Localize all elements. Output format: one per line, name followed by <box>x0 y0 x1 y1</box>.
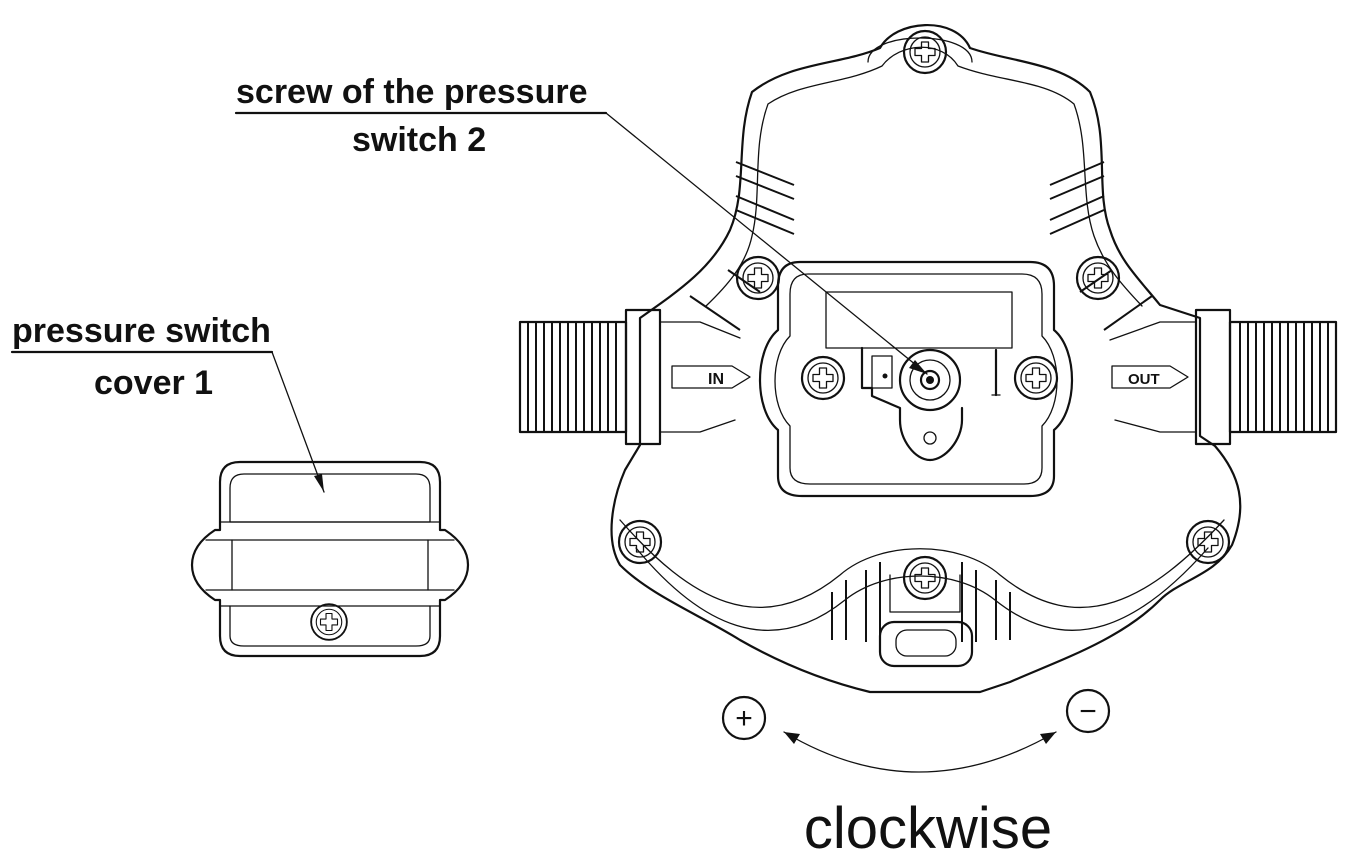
left-rib-grooves <box>689 161 795 331</box>
screw-label-line1: screw of the pressure <box>236 73 587 111</box>
screw-leader-arrowhead <box>909 360 927 374</box>
outlet-label: OUT <box>1128 371 1160 388</box>
screw-icon-upper-left <box>735 255 781 301</box>
minus-label: − <box>1079 695 1097 728</box>
adjusting-screw <box>919 369 941 391</box>
cover-leader-arrowhead <box>314 474 324 492</box>
curved-double-arrow-icon <box>783 731 1057 773</box>
screw-icon-window-right <box>1013 355 1059 401</box>
cover-label: pressure switch cover 1 <box>10 312 325 493</box>
screw-icon-window-left <box>800 355 846 401</box>
housing-inner-outline <box>705 46 1143 307</box>
direction-label: clockwise <box>804 796 1052 859</box>
plus-label: + <box>735 702 753 735</box>
screw-icon-bottom <box>902 555 948 601</box>
outlet-arrow-icon <box>1111 365 1189 389</box>
valve-body: IN OUT <box>518 24 1338 694</box>
minus-symbol <box>1065 688 1111 734</box>
right-rib-grooves <box>1049 161 1153 331</box>
outlet-port: OUT <box>1109 308 1338 446</box>
inlet-arrow-icon <box>671 365 751 389</box>
inlet-label: IN <box>708 371 724 388</box>
pressure-switch-cover <box>190 460 470 658</box>
cover-leader-line <box>271 351 325 493</box>
screw-icon-upper-right <box>1075 255 1121 301</box>
bottom-rib-grooves <box>831 562 1011 642</box>
mounting-slot <box>878 620 974 668</box>
screw-label-line2: switch 2 <box>352 121 486 159</box>
screw-leader-line <box>605 112 928 375</box>
cover-label-line1: pressure switch <box>12 312 271 350</box>
rotation-indicator: + − clockwise <box>721 688 1111 859</box>
switch-window <box>758 260 1074 498</box>
cover-label-line2: cover 1 <box>94 364 213 402</box>
screw-icon-top <box>902 29 948 75</box>
housing-outline <box>610 24 1242 694</box>
plus-symbol <box>721 695 767 741</box>
screw-icon-lower-right <box>1185 519 1231 565</box>
screw-label: screw of the pressure switch 2 <box>234 73 928 375</box>
inlet-port: IN <box>518 308 751 446</box>
cover-screw-icon <box>310 603 348 641</box>
